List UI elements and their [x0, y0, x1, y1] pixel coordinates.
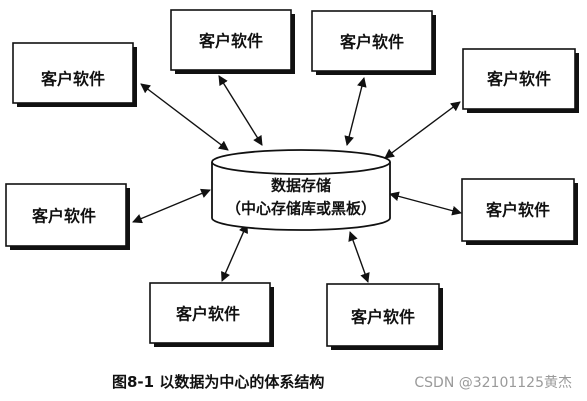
- connector-bottom-right: [348, 231, 370, 283]
- client-box-top-center-left: 客户软件: [170, 9, 295, 74]
- client-box-bottom-right: 客户软件: [326, 283, 443, 350]
- connector-top-center-right: [344, 77, 367, 146]
- datastore-title: 数据存储: [271, 177, 331, 195]
- client-box-bottom-left: 客户软件: [149, 282, 274, 347]
- connectors: [132, 75, 462, 283]
- client-box-top-center-right: 客户软件: [311, 10, 436, 75]
- datastore-subtitle: （中心存储库或黑板）: [226, 200, 376, 218]
- connector-top-center-left: [218, 75, 263, 146]
- client-box-top-left: 客户软件: [12, 42, 137, 107]
- datastore-cylinder: 数据存储 （中心存储库或黑板）: [211, 149, 391, 231]
- client-label: 客户软件: [351, 308, 415, 327]
- connector-middle-left: [132, 188, 211, 224]
- client-label: 客户软件: [176, 305, 240, 324]
- client-label: 客户软件: [487, 70, 551, 89]
- connector-top-right: [384, 101, 461, 159]
- figure-caption: 图8-1 以数据为中心的体系结构: [112, 373, 324, 391]
- connector-middle-right: [389, 191, 462, 216]
- client-label: 客户软件: [41, 70, 105, 89]
- watermark-text: CSDN @32101125黄杰: [414, 374, 572, 391]
- client-box-top-right: 客户软件: [462, 48, 579, 113]
- connector-bottom-left: [221, 223, 248, 282]
- client-label: 客户软件: [199, 32, 263, 51]
- connector-top-left: [140, 83, 229, 151]
- client-box-middle-right: 客户软件: [461, 178, 578, 245]
- client-label: 客户软件: [340, 33, 404, 52]
- client-box-middle-left: 客户软件: [5, 183, 130, 250]
- client-label: 客户软件: [486, 201, 550, 220]
- client-label: 客户软件: [32, 207, 96, 226]
